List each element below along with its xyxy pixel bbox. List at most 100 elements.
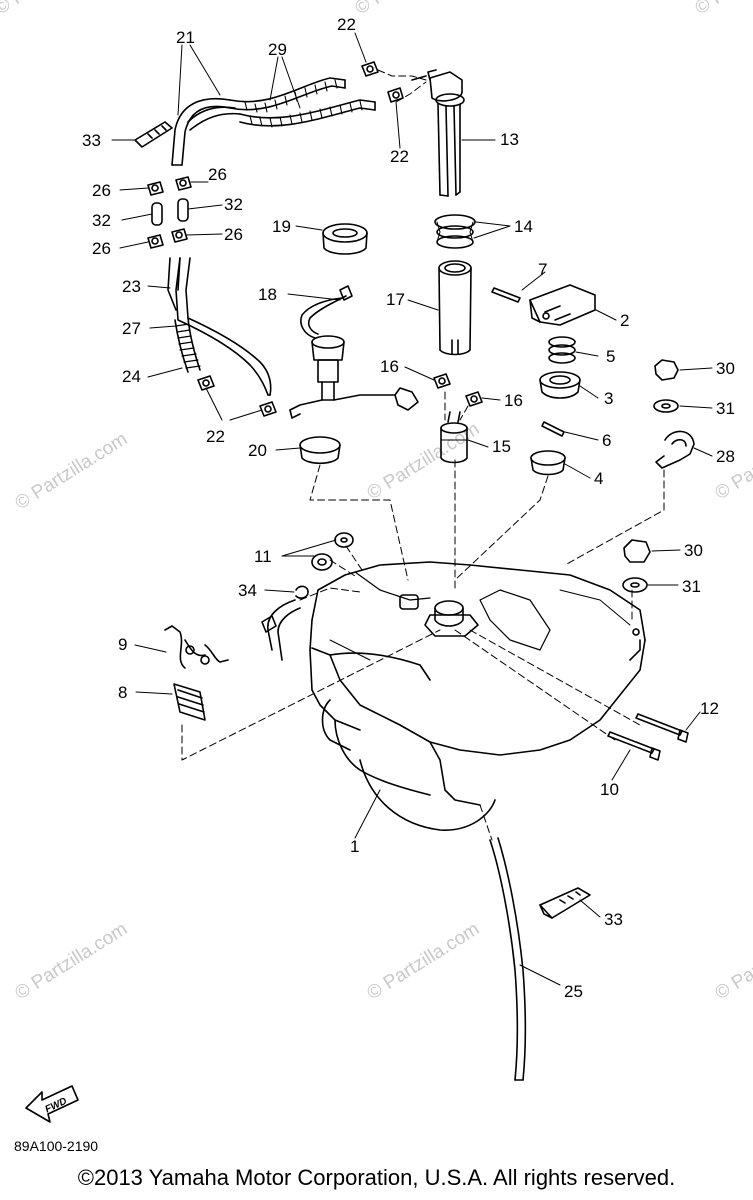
callout-30-lower[interactable]: 30: [684, 541, 703, 560]
callout-15[interactable]: 15: [492, 437, 511, 456]
callout-10[interactable]: 10: [600, 780, 619, 799]
spring-part-14[interactable]: [434, 214, 476, 249]
pin-part-6[interactable]: [541, 421, 565, 437]
callout-16-a[interactable]: 16: [380, 357, 399, 376]
pin-part-7[interactable]: [491, 287, 521, 303]
callout-2[interactable]: 2: [620, 311, 629, 330]
callout-21[interactable]: 21: [176, 28, 195, 47]
fuel-sender-part-18[interactable]: [289, 285, 419, 419]
bracket-part-2[interactable]: [529, 284, 596, 326]
callout-22-top[interactable]: 22: [337, 15, 356, 34]
grommet-part-4[interactable]: [530, 450, 566, 476]
washer-part-31-lower[interactable]: [622, 577, 648, 593]
tie-strap-part-33-upper[interactable]: [134, 121, 173, 148]
callout-25[interactable]: 25: [564, 982, 583, 1001]
callout-34[interactable]: 34: [238, 581, 257, 600]
callout-28[interactable]: 28: [716, 447, 735, 466]
callout-26-d[interactable]: 26: [224, 225, 243, 244]
callout-24[interactable]: 24: [122, 367, 141, 386]
grommet-part-19[interactable]: [322, 223, 368, 255]
fwd-arrow-icon: [25, 1085, 79, 1123]
watermark-top-right: © Partzilla.com: [692, 0, 753, 19]
callout-19[interactable]: 19: [272, 217, 291, 236]
copyright-notice: ©2013 Yamaha Motor Corporation, U.S.A. A…: [77, 1165, 676, 1190]
callout-23[interactable]: 23: [122, 277, 141, 296]
tie-strap-part-33-lower[interactable]: [539, 887, 591, 919]
fuel-tank-part-1[interactable]: [309, 561, 646, 831]
hose-part-25[interactable]: [489, 837, 527, 1081]
nut-part-30-lower[interactable]: [623, 539, 651, 563]
clamp-part-16-a[interactable]: [433, 373, 451, 389]
fuel-filter-part-15[interactable]: [440, 411, 468, 464]
guide-tube-part-17[interactable]: [438, 260, 472, 356]
hose-clamp-part-26-d[interactable]: [171, 228, 188, 243]
callout-26-b[interactable]: 26: [208, 165, 227, 184]
washer-part-31-upper[interactable]: [653, 399, 679, 413]
callout-30-upper[interactable]: 30: [716, 359, 735, 378]
damper-part-11[interactable]: [311, 532, 354, 571]
hose-part-27[interactable]: [175, 257, 272, 396]
diagram-code: 89A100-2190: [14, 1138, 99, 1154]
hose-joint-part-32-a[interactable]: [151, 202, 163, 226]
watermark-left: © Partzilla.com: [12, 429, 132, 515]
nut-part-30-upper[interactable]: [654, 359, 679, 381]
hose-clamp-part-26-c[interactable]: [147, 234, 164, 249]
callout-14[interactable]: 14: [514, 217, 533, 236]
hose-clamp-part-22-a[interactable]: [197, 375, 215, 391]
band-part-9[interactable]: [164, 625, 229, 669]
callout-16-b[interactable]: 16: [504, 391, 523, 410]
callout-7[interactable]: 7: [538, 260, 547, 279]
callout-32-b[interactable]: 32: [224, 195, 243, 214]
callout-8[interactable]: 8: [118, 683, 127, 702]
callout-26-c[interactable]: 26: [92, 239, 111, 258]
callout-32-a[interactable]: 32: [92, 211, 111, 230]
callout-9[interactable]: 9: [118, 635, 127, 654]
fuel-gauge-part-13[interactable]: [411, 69, 465, 197]
hose-part-23[interactable]: [167, 257, 181, 311]
hose-clamp-part-26-b[interactable]: [175, 176, 192, 191]
callout-33-lower[interactable]: 33: [604, 910, 623, 929]
clip-part-34[interactable]: [295, 585, 309, 599]
callout-1[interactable]: 1: [350, 837, 359, 856]
leader-lines: [111, 32, 713, 986]
cap-part-3[interactable]: [539, 371, 581, 399]
callout-6[interactable]: 6: [602, 431, 611, 450]
callout-11[interactable]: 11: [254, 547, 272, 566]
hose-joint-part-32-b[interactable]: [177, 198, 189, 222]
callout-20[interactable]: 20: [248, 441, 267, 460]
callout-numbers: 21 29 22 22 13 33 26 26 32 32 26 26 19 1…: [82, 15, 735, 1001]
grommet-part-20[interactable]: [299, 436, 341, 465]
watermark-top-left: © Partzilla.com: [0, 0, 111, 19]
corrugated-hose-part-29[interactable]: [229, 77, 376, 128]
assembly-lines: [181, 69, 665, 841]
callout-31-upper[interactable]: 31: [716, 399, 735, 418]
hose-clamp-part-22-b[interactable]: [259, 401, 277, 417]
hose-clamp-part-22-c[interactable]: [361, 61, 379, 77]
callout-3[interactable]: 3: [604, 389, 613, 408]
callout-18[interactable]: 18: [258, 285, 277, 304]
callout-27[interactable]: 27: [122, 319, 141, 338]
hose-clamp-part-26-a[interactable]: [147, 181, 164, 196]
callout-17[interactable]: 17: [386, 290, 405, 309]
corrugated-hose-part-24[interactable]: [174, 317, 201, 373]
callout-26-a[interactable]: 26: [92, 181, 111, 200]
callout-31-lower[interactable]: 31: [682, 577, 701, 596]
callout-29[interactable]: 29: [268, 40, 287, 59]
watermark-bottom-center: © Partzilla.com: [364, 919, 484, 1005]
callout-22-mid[interactable]: 22: [390, 147, 409, 166]
callout-4[interactable]: 4: [594, 469, 603, 488]
callout-33-upper[interactable]: 33: [82, 131, 101, 150]
callout-12[interactable]: 12: [700, 699, 719, 718]
bolt-part-10[interactable]: [607, 731, 661, 761]
hose-clamp-part-22-d[interactable]: [387, 87, 404, 103]
bolt-part-12[interactable]: [635, 713, 689, 743]
callout-13[interactable]: 13: [500, 130, 519, 149]
watermark-top-center: © Partzilla.com: [352, 0, 472, 19]
callout-5[interactable]: 5: [606, 347, 615, 366]
spring-part-5[interactable]: [548, 336, 576, 364]
damper-part-8[interactable]: [173, 683, 206, 721]
callout-22-bottom[interactable]: 22: [206, 427, 225, 446]
clamp-part-16-b[interactable]: [465, 391, 483, 407]
clamp-part-28[interactable]: [655, 430, 695, 469]
